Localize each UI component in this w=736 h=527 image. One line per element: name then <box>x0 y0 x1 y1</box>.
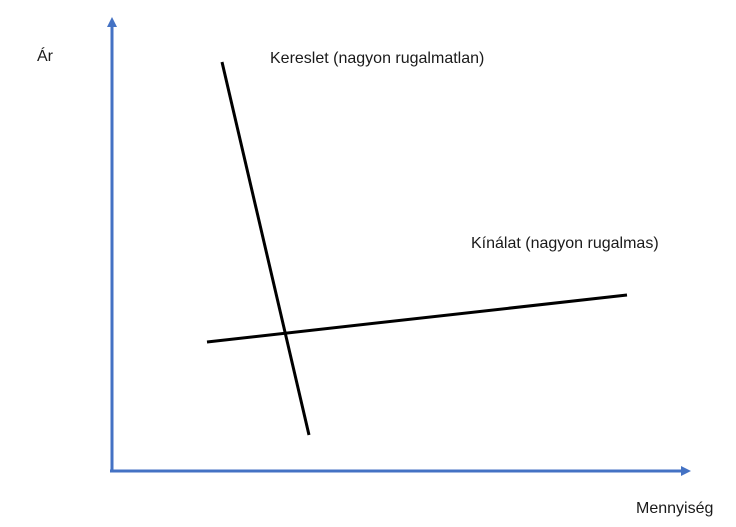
y-axis-label: Ár <box>37 48 53 65</box>
x-axis-label: Mennyiség <box>636 500 714 517</box>
demand-curve-label: Kereslet (nagyon rugalmatlan) <box>270 50 485 67</box>
supply-curve-label: Kínálat (nagyon rugalmas) <box>471 235 659 252</box>
demand-curve <box>220 61 311 436</box>
supply-curve <box>206 293 628 344</box>
